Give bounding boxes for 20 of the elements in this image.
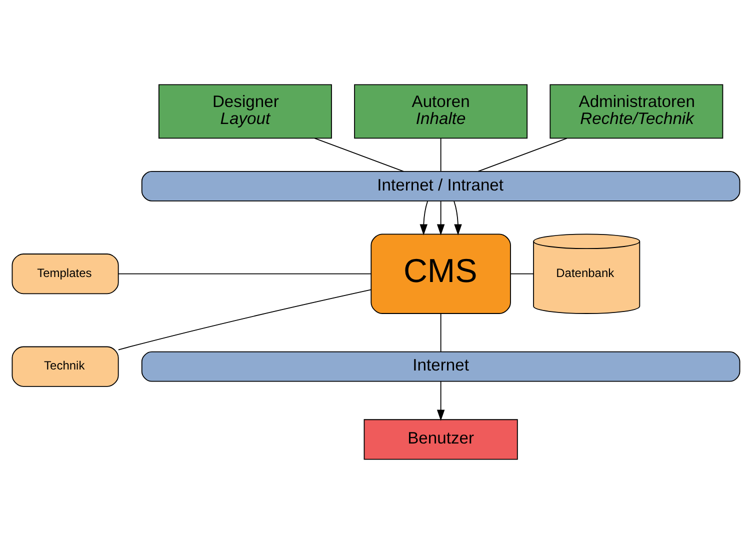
connector (118, 289, 372, 350)
node-box: Administratoren Rechte/Technik (550, 84, 724, 139)
node-box: Internet / Intranet (141, 170, 740, 202)
arrow (436, 200, 445, 236)
connector (440, 313, 442, 352)
node-box: Technik (12, 346, 119, 387)
connector (118, 273, 372, 274)
connector (510, 273, 534, 274)
node-box: Autoren Inhalte (354, 84, 528, 139)
arrow (454, 200, 462, 236)
node-box: Internet (141, 351, 740, 382)
connector (478, 138, 568, 172)
node-box: Benutzer (364, 419, 518, 460)
arrow (420, 200, 428, 236)
node-box: Templates (12, 254, 119, 294)
connector (314, 138, 404, 172)
connector (440, 138, 442, 172)
node-box: Designer Layout (158, 84, 332, 139)
node-box: CMS (370, 234, 511, 314)
arrow (436, 381, 445, 421)
